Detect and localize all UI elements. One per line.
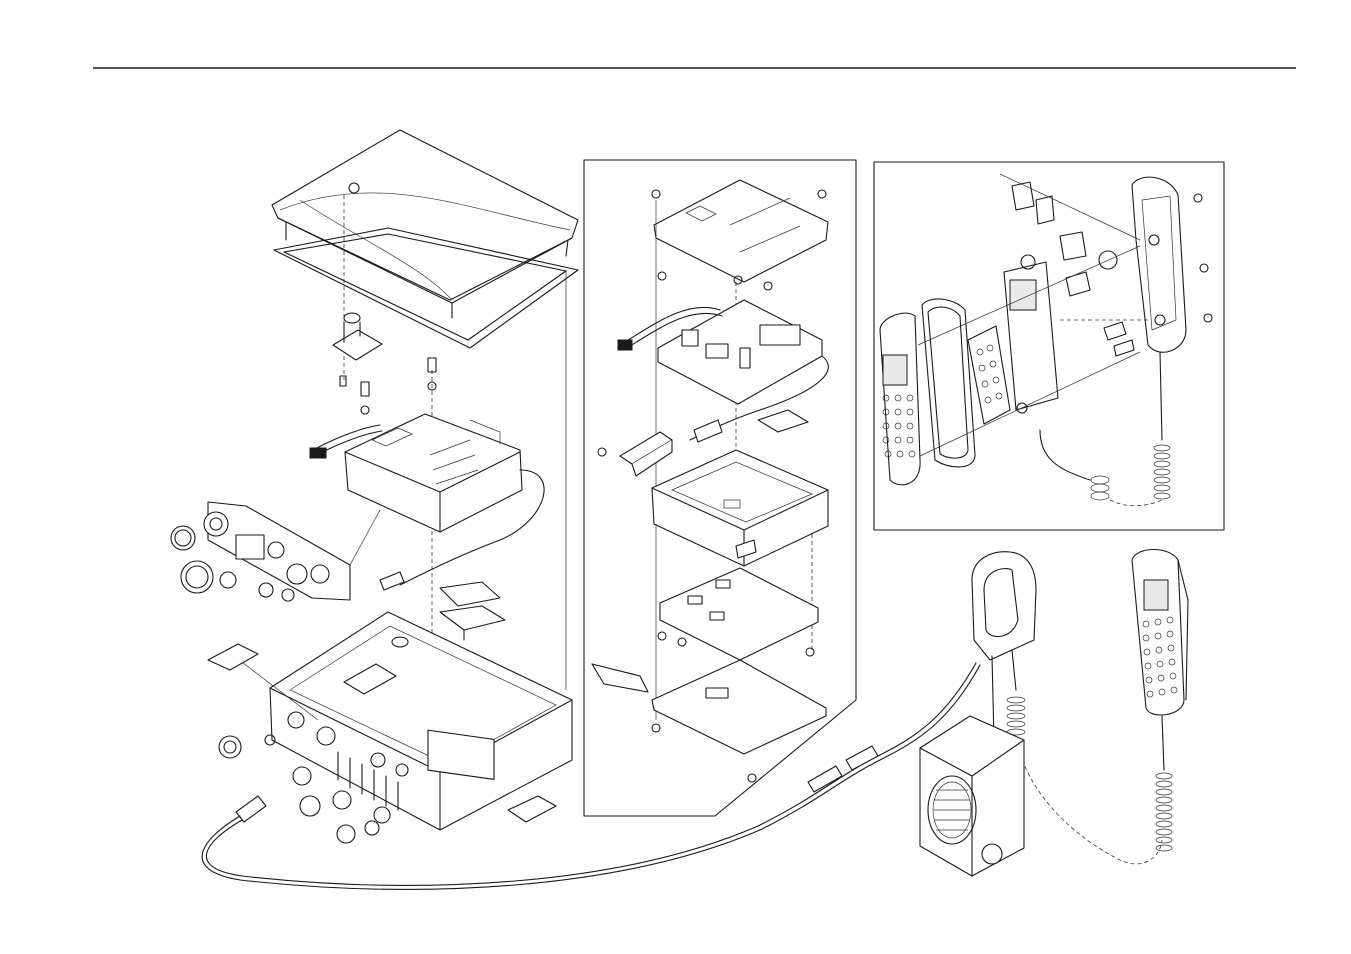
mount-plate-left xyxy=(208,644,258,670)
handset-screws xyxy=(1194,194,1212,322)
insulation-pads xyxy=(440,582,505,640)
chassis xyxy=(226,612,572,830)
loudspeaker xyxy=(920,716,1024,876)
connector-panel xyxy=(171,502,380,601)
mount-plate-right xyxy=(508,796,556,822)
handset-inset xyxy=(874,162,1224,530)
screw-set-a xyxy=(340,358,436,414)
main-unit-group xyxy=(171,130,980,889)
top-cover xyxy=(272,130,578,318)
handset xyxy=(1132,550,1188,852)
pcb-assembly-inset xyxy=(584,160,856,816)
cover-bracket xyxy=(333,313,382,360)
